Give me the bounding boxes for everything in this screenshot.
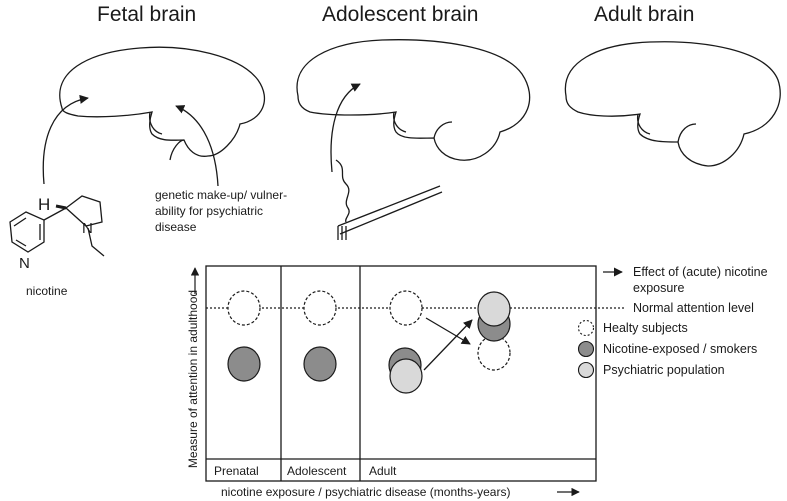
healthy-prenatal [227, 290, 261, 326]
healthy-adolescent [303, 290, 337, 326]
legend-effect-line1: Effect of (acute) nicotine [633, 265, 768, 279]
molecule-h-label: H [38, 195, 51, 214]
period-label-prenatal: Prenatal [214, 464, 259, 478]
y-axis-label: Measure of attention in adulthood [186, 289, 200, 469]
period-label-adolescent: Adolescent [287, 464, 347, 478]
legend-healthy-label: Healty subjects [603, 321, 688, 335]
nicotine-arrow [42, 94, 89, 185]
legend-psychiatric-icon [577, 361, 595, 379]
legend-smokers-icon [577, 340, 595, 358]
genetic-label-line2: ability for psychiatric [155, 204, 264, 218]
nicotine-molecule-icon [9, 195, 105, 257]
smokers-prenatal [227, 346, 261, 382]
fetal-brain-outline [59, 46, 266, 161]
psychiatric-adult-right [477, 291, 511, 327]
molecule-n-pyrrolidine-label: N [82, 220, 93, 237]
psychiatric-adult-left [389, 358, 423, 394]
adolescent-brain-title: Adolescent brain [322, 3, 479, 26]
genetic-arrow [175, 105, 219, 187]
legend-psychiatric-label: Psychiatric population [603, 363, 725, 377]
molecule-n-ring-label: N [19, 255, 30, 272]
healthy-adult-left [389, 290, 423, 326]
fetal-brain-title: Fetal brain [97, 3, 197, 26]
legend-healthy-icon [577, 319, 595, 337]
legend-smokers-label: Nicotine-exposed / smokers [603, 342, 758, 356]
smokers-adolescent [303, 346, 337, 382]
nicotine-label: nicotine [26, 284, 68, 298]
effect-arrow-psychiatric [423, 319, 473, 371]
adult-brain-title: Adult brain [594, 3, 695, 26]
legend-effect-line2: exposure [633, 281, 685, 295]
x-axis-label: nicotine exposure / psychiatric disease … [221, 485, 511, 499]
chart-frame [205, 265, 597, 482]
genetic-label-line1: genetic make-up/ vulner- [155, 188, 288, 202]
genetic-label-line3: disease [155, 220, 197, 234]
cigarette-icon [335, 159, 443, 240]
effect-arrow-healthy [425, 317, 471, 345]
adolescent-arrow [330, 83, 361, 173]
legend-normal-label: Normal attention level [633, 301, 754, 315]
adult-brain-outline [564, 41, 781, 167]
adolescent-brain-outline [296, 39, 531, 161]
period-label-adult: Adult [369, 464, 397, 478]
